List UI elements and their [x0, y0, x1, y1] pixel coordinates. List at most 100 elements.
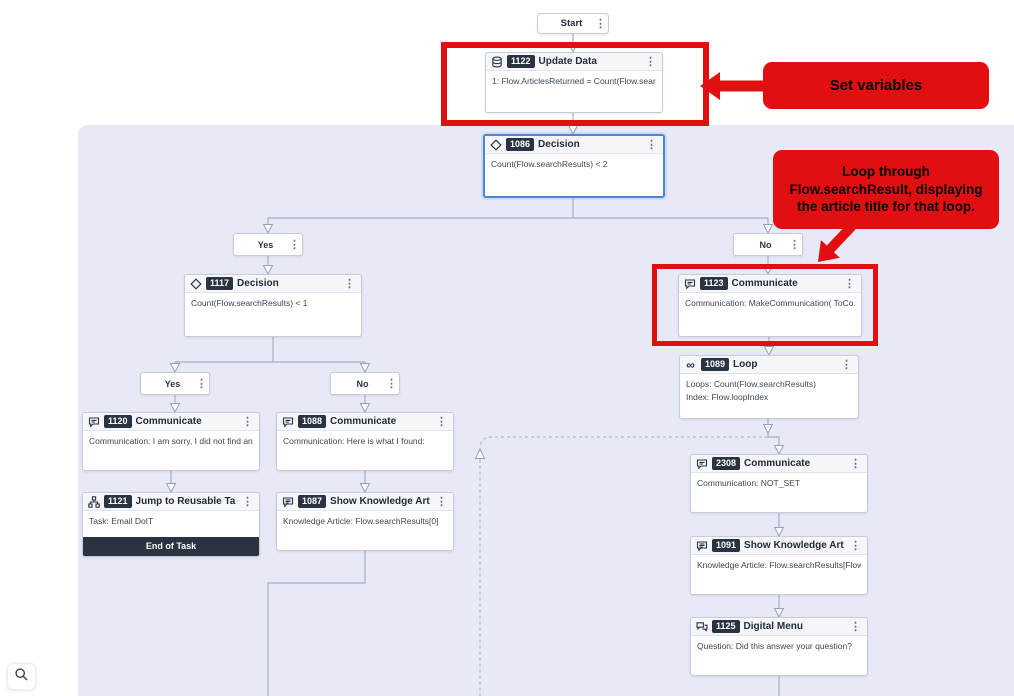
kebab-menu-icon[interactable]: ⋮ [789, 239, 800, 251]
node-communicate-1123[interactable]: 1123 Communicate ⋮ Communication: MakeCo… [678, 274, 862, 337]
speech-bubble-icon [87, 415, 100, 428]
kebab-menu-icon[interactable]: ⋮ [436, 496, 447, 508]
kebab-menu-icon[interactable]: ⋮ [289, 239, 300, 251]
node-title: Decision [538, 139, 580, 150]
knowledge-article-icon [281, 495, 294, 508]
node-id-badge: 1122 [507, 55, 535, 68]
node-body: Task: Email DoIT [89, 516, 154, 526]
node-body: Communication: NOT_SET [697, 478, 800, 488]
node-communicate-1120[interactable]: 1120 Communicate ⋮ Communication: I am s… [82, 412, 260, 471]
kebab-menu-icon[interactable]: ⋮ [850, 458, 861, 470]
kebab-menu-icon[interactable]: ⋮ [344, 278, 355, 290]
node-body: Count(Flow.searchResults) < 1 [191, 298, 308, 308]
node-body: Loops: Count(Flow.searchResults) Index: … [686, 379, 816, 402]
node-jump-to-reusable-task-1121[interactable]: 1121 Jump to Reusable Task ⋮ Task: Email… [82, 492, 260, 557]
node-header: ∞ 1089 Loop ⋮ [680, 356, 858, 374]
node-title: Digital Menu [743, 621, 803, 632]
node-header: 1087 Show Knowledge Article ⋮ [277, 493, 453, 511]
node-show-knowledge-article-1087[interactable]: 1087 Show Knowledge Article ⋮ Knowledge … [276, 492, 454, 551]
annotation-highlight-update-data [441, 42, 709, 126]
node-id-badge: 1120 [104, 415, 132, 428]
annotation-loop-note: Loop through Flow.searchResult, displayi… [773, 150, 999, 229]
kebab-menu-icon[interactable]: ⋮ [196, 378, 207, 390]
kebab-menu-icon[interactable]: ⋮ [595, 18, 606, 30]
node-id-badge: 1087 [298, 495, 327, 508]
node-header: 1091 Show Knowledge Article ⋮ [691, 537, 867, 555]
node-body: Communication: I am sorry, I did not fin… [89, 436, 253, 446]
node-title: Communicate [330, 416, 397, 427]
node-header: 1123 Communicate ⋮ [679, 275, 861, 293]
database-icon [490, 55, 503, 68]
node-title: Show Knowledge Article [330, 496, 430, 507]
knowledge-article-icon [695, 539, 708, 552]
node-header: 1088 Communicate ⋮ [277, 413, 453, 431]
kebab-menu-icon[interactable]: ⋮ [646, 139, 657, 151]
node-id-badge: 1125 [712, 620, 740, 633]
start-node[interactable]: Start ⋮ [537, 13, 609, 34]
annotation-set-variables: Set variables [763, 62, 989, 109]
speech-bubble-icon [695, 457, 708, 470]
node-header: 1122 Update Data ⋮ [486, 53, 662, 71]
kebab-menu-icon[interactable]: ⋮ [850, 621, 861, 633]
node-title: Decision [237, 278, 279, 289]
node-title: Communicate [135, 416, 202, 427]
branch-label-yes[interactable]: Yes ⋮ [140, 372, 210, 395]
branch-label-yes[interactable]: Yes ⋮ [233, 233, 303, 256]
kebab-menu-icon[interactable]: ⋮ [386, 378, 397, 390]
speech-bubble-icon [683, 277, 696, 290]
node-body: Knowledge Article: Flow.searchResults[0] [283, 516, 439, 526]
node-header: 1121 Jump to Reusable Task ⋮ [83, 493, 259, 511]
node-id-badge: 1121 [104, 495, 132, 508]
node-communicate-1088[interactable]: 1088 Communicate ⋮ Communication: Here i… [276, 412, 454, 471]
node-id-badge: 1089 [701, 358, 730, 371]
kebab-menu-icon[interactable]: ⋮ [844, 278, 855, 290]
kebab-menu-icon[interactable]: ⋮ [850, 540, 861, 552]
kebab-menu-icon[interactable]: ⋮ [436, 416, 447, 428]
node-decision-1117[interactable]: 1117 Decision ⋮ Count(Flow.searchResults… [184, 274, 362, 337]
node-header: 1120 Communicate ⋮ [83, 413, 259, 431]
node-id-badge: 1091 [712, 539, 741, 552]
kebab-menu-icon[interactable]: ⋮ [645, 56, 656, 68]
node-title: Communicate [731, 278, 798, 289]
kebab-menu-icon[interactable]: ⋮ [242, 416, 253, 428]
node-body: Communication: MakeCommunication( ToCo..… [685, 298, 855, 308]
node-body: Question: Did this answer your question? [697, 641, 852, 651]
node-loop-1089[interactable]: ∞ 1089 Loop ⋮ Loops: Count(Flow.searchRe… [679, 355, 859, 419]
node-header: 1117 Decision ⋮ [185, 275, 361, 293]
kebab-menu-icon[interactable]: ⋮ [242, 496, 253, 508]
end-of-task-bar: End of Task [83, 537, 259, 556]
node-header: 1125 Digital Menu ⋮ [691, 618, 867, 636]
branch-label-no[interactable]: No ⋮ [733, 233, 803, 256]
node-body: Knowledge Article: Flow.searchResults[Fl… [697, 560, 861, 570]
node-body: 1: Flow.ArticlesReturned = Count(Flow.se… [492, 76, 656, 86]
node-show-knowledge-article-1091[interactable]: 1091 Show Knowledge Article ⋮ Knowledge … [690, 536, 868, 595]
zoom-search-button[interactable] [7, 663, 36, 690]
node-communicate-2308[interactable]: 2308 Communicate ⋮ Communication: NOT_SE… [690, 454, 868, 513]
node-header: 1086 Decision ⋮ [485, 136, 663, 154]
node-title: Show Knowledge Article [744, 540, 844, 551]
node-id-badge: 1086 [506, 138, 535, 151]
speech-bubble-icon [281, 415, 294, 428]
node-title: Update Data [538, 56, 597, 67]
infinity-icon: ∞ [686, 357, 695, 372]
node-update-data-1122[interactable]: 1122 Update Data ⋮ 1: Flow.ArticlesRetur… [485, 52, 663, 113]
kebab-menu-icon[interactable]: ⋮ [841, 359, 852, 371]
node-id-badge: 1088 [298, 415, 327, 428]
node-body: Count(Flow.searchResults) < 2 [491, 159, 608, 169]
node-digital-menu-1125[interactable]: 1125 Digital Menu ⋮ Question: Did this a… [690, 617, 868, 676]
chat-bubbles-icon [695, 620, 708, 633]
branch-label-no[interactable]: No ⋮ [330, 372, 400, 395]
sitemap-icon [87, 495, 100, 508]
node-title: Jump to Reusable Task [135, 496, 236, 507]
node-id-badge: 1123 [700, 277, 728, 290]
node-title: Communicate [744, 458, 811, 469]
start-node-label: Start [560, 18, 583, 29]
magnifier-icon [14, 667, 29, 687]
annotation-highlight-communicate [652, 264, 878, 346]
node-title: Loop [733, 359, 758, 370]
node-id-badge: 1117 [206, 277, 234, 290]
node-header: 2308 Communicate ⋮ [691, 455, 867, 473]
node-decision-1086[interactable]: 1086 Decision ⋮ Count(Flow.searchResults… [483, 134, 665, 198]
node-id-badge: 2308 [712, 457, 741, 470]
